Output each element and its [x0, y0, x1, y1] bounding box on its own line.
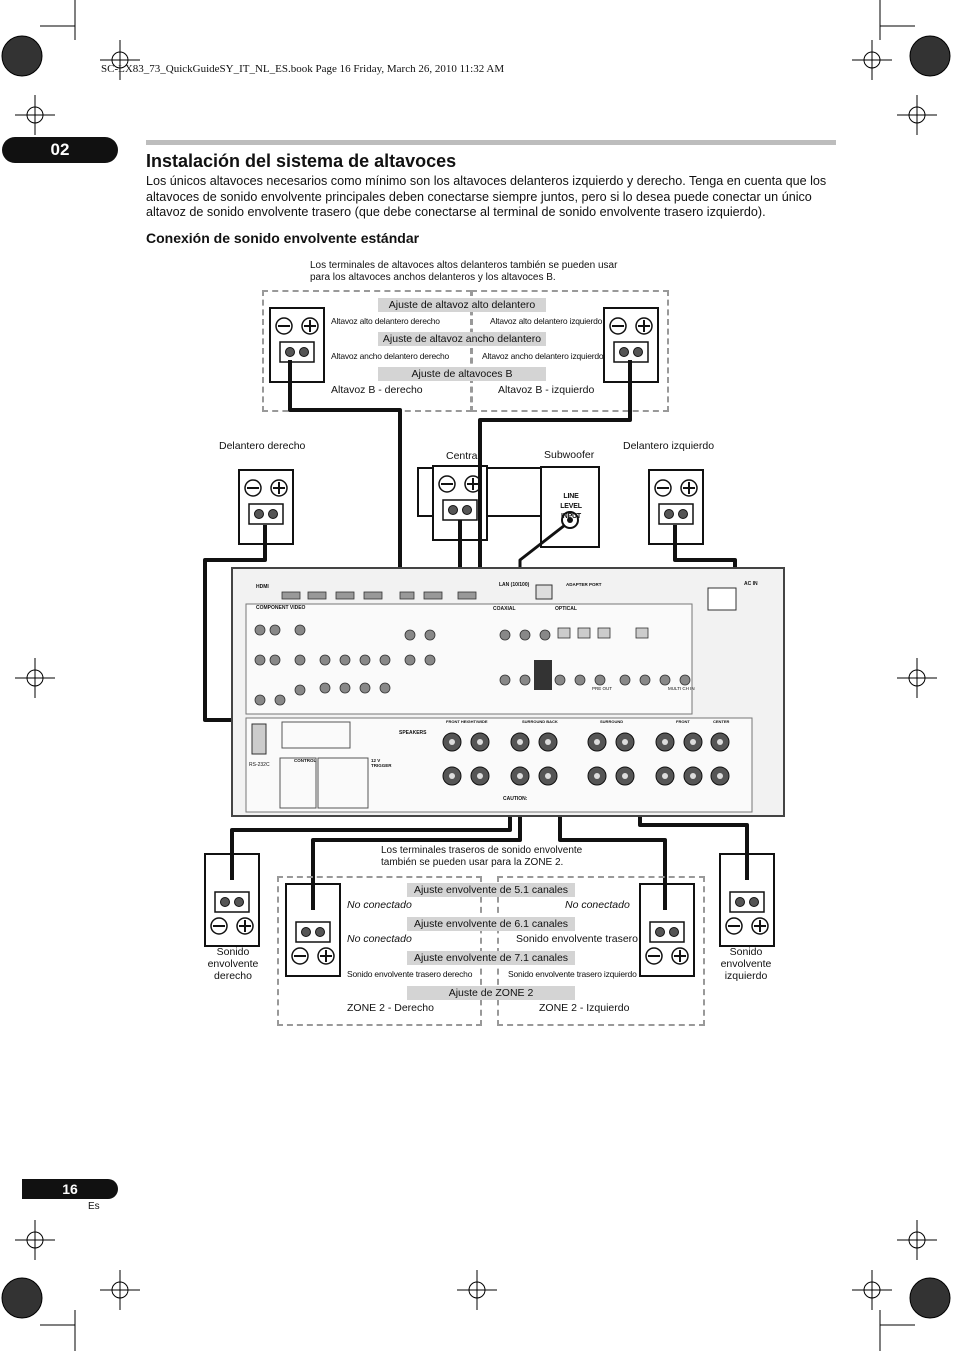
- label-subwoofer: Subwoofer: [544, 449, 595, 461]
- center-term-label: CENTER: [713, 719, 730, 724]
- hdmi-label: HDMI: [256, 584, 269, 590]
- chapter-tab: 02: [2, 137, 118, 163]
- page-title: Instalación del sistema de altavoces: [146, 151, 457, 171]
- label-height-left: Altavoz alto delantero izquierdo: [490, 316, 603, 326]
- bar-front-height: Ajuste de altavoz alto delantero: [378, 298, 546, 312]
- page-number: 16: [22, 1179, 118, 1199]
- bottom-note: Los terminales traseros de sonido envolv…: [381, 845, 583, 868]
- label-wide-left: Altavoz ancho delantero izquierdo: [482, 351, 604, 361]
- rs232c-label: RS-232C: [249, 762, 270, 768]
- file-header: SC-LX83_73_QuickGuideSY_IT_NL_ES.book Pa…: [101, 63, 505, 75]
- control-label: CONTROL: [294, 758, 317, 763]
- label-b-right: Altavoz B - derecho: [331, 384, 423, 396]
- speaker-subwoofer: [540, 466, 600, 548]
- speakers-label: SPEAKERS: [399, 730, 427, 736]
- label-front-left: Delantero izquierdo: [623, 440, 715, 452]
- bar-6-1: Ajuste envolvente de 6.1 canales: [407, 917, 575, 931]
- label-wide-right: Altavoz ancho delantero derecho: [331, 351, 450, 361]
- label-surround-back-right: Sonido envolvente trasero derecho: [347, 969, 473, 979]
- bar-5-1: Ajuste envolvente de 5.1 canales: [407, 883, 575, 897]
- label-surround-back-left: Sonido envolvente trasero izquierdo: [508, 969, 637, 979]
- top-note: Los terminales de altavoces altos delant…: [310, 260, 618, 283]
- sub-input-label: LINE LEVEL INPUT: [560, 493, 582, 520]
- label-height-right: Altavoz alto delantero derecho: [331, 316, 440, 326]
- b-left-box: [471, 290, 669, 412]
- lan-label: LAN (10/100): [499, 582, 530, 588]
- label-zone2-right: ZONE 2 - Derecho: [347, 1002, 434, 1014]
- surround-back-label: SURROUND BACK: [522, 719, 558, 724]
- top-rule: [146, 140, 836, 145]
- component-label: COMPONENT VIDEO: [256, 605, 306, 611]
- not-connected-l1: No conectado: [565, 899, 630, 911]
- front-height-label: FRONT HEIGHT/WIDE: [446, 719, 488, 724]
- ac-in-label: AC IN: [744, 581, 758, 587]
- not-connected-r2: No conectado: [347, 933, 412, 945]
- label-surround-back: Sonido envolvente trasero: [516, 933, 638, 945]
- surround-label: SURROUND: [600, 719, 624, 724]
- subsection-title: Conexión de sonido envolvente estándar: [146, 230, 420, 246]
- coaxial-label: COAXIAL: [493, 606, 516, 612]
- label-front-right: Delantero derecho: [219, 440, 306, 452]
- pre-out-label: PRE OUT: [592, 686, 613, 691]
- caution-label: CAUTION:: [503, 796, 528, 802]
- front-label: FRONT: [676, 719, 690, 724]
- not-connected-r1: No conectado: [347, 899, 412, 911]
- bar-zone2: Ajuste de ZONE 2: [407, 986, 575, 1000]
- multi-ch-label: MULTI CH IN: [668, 686, 695, 691]
- label-surround-right: Sonido envolvente derecho: [207, 946, 259, 982]
- label-b-left: Altavoz B - izquierdo: [498, 384, 595, 396]
- label-surround-left: Sonido envolvente izquierdo: [720, 946, 772, 982]
- language-code: Es: [88, 1201, 100, 1212]
- intro-paragraph: Los únicos altavoces necesarios como mín…: [146, 174, 827, 219]
- optical-label: OPTICAL: [555, 606, 577, 612]
- trigger-label: 12 V TRIGGER: [371, 758, 392, 768]
- bar-front-wide: Ajuste de altavoz ancho delantero: [378, 332, 546, 346]
- label-zone2-left: ZONE 2 - Izquierdo: [539, 1002, 630, 1014]
- adapter-label: ADAPTER PORT: [566, 582, 602, 587]
- bar-7-1: Ajuste envolvente de 7.1 canales: [407, 951, 575, 965]
- speaker-b-right: [269, 307, 325, 383]
- bar-speakers-b: Ajuste de altavoces B: [378, 367, 546, 381]
- label-center: Central: [446, 450, 480, 462]
